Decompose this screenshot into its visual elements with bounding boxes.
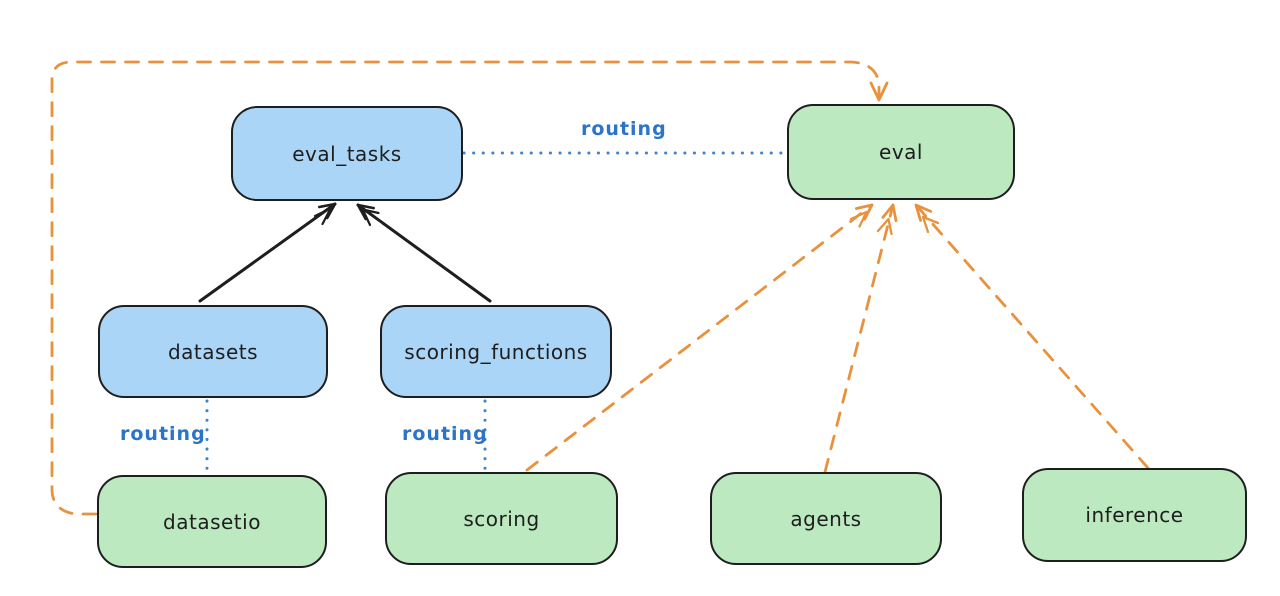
edge-scoring-functions-to-eval-tasks: [356, 203, 492, 303]
node-agents-label: agents: [790, 506, 862, 531]
node-scoring-label: scoring: [463, 506, 540, 531]
edge-label-routing-datasets-datasetio: routing: [120, 423, 206, 445]
node-eval-tasks: eval_tasks: [231, 106, 463, 201]
node-scoring: scoring: [385, 472, 618, 565]
edge-agents-to-eval: [823, 203, 898, 474]
node-agents: agents: [710, 472, 942, 565]
node-eval-label: eval: [879, 140, 923, 164]
node-datasetio-label: datasetio: [163, 509, 261, 534]
node-datasetio: datasetio: [97, 475, 327, 568]
edge-label-routing-scoring-functions-scoring: routing: [402, 423, 488, 445]
node-datasets-label: datasets: [167, 339, 259, 364]
edge-label-routing-eval-tasks-eval: routing: [581, 118, 667, 140]
edge-scoring-to-eval: [525, 203, 874, 472]
node-eval: eval: [787, 104, 1015, 200]
node-inference: inference: [1022, 468, 1247, 562]
node-eval-tasks-label: eval_tasks: [292, 141, 402, 166]
edge-inference-to-eval: [914, 203, 1150, 470]
node-datasets: datasets: [98, 305, 328, 398]
node-inference-label: inference: [1085, 503, 1184, 527]
node-scoring-functions-label: scoring_functions: [404, 339, 588, 364]
edge-datasets-to-eval-tasks: [198, 202, 337, 303]
node-scoring-functions: scoring_functions: [380, 305, 612, 398]
edge-datasetio-to-eval: [50, 60, 889, 516]
